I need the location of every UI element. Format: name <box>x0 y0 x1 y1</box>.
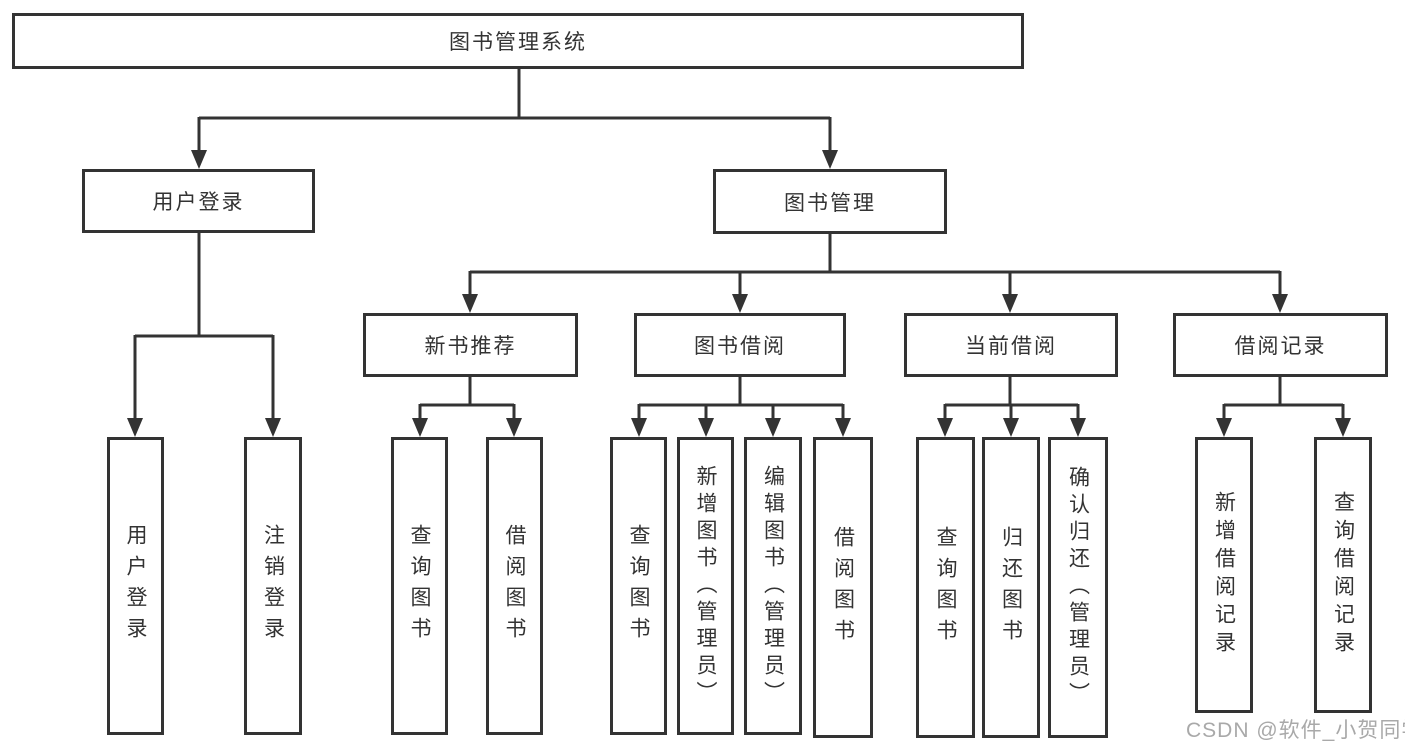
leaf-br-add-record-label: 新增借阅记录 <box>1212 491 1236 659</box>
leaf-bb-query-book: 查询图书 <box>610 437 667 735</box>
leaf-logout: 注销登录 <box>244 437 302 735</box>
node-book-management: 图书管理 <box>713 169 947 234</box>
leaf-user-login: 用户登录 <box>107 437 164 735</box>
leaf-nbr-borrow-book-label: 借阅图书 <box>503 524 526 648</box>
node-book-borrow: 图书借阅 <box>634 313 846 377</box>
leaf-cb-confirm-return: 确认归还（管理员） <box>1048 437 1108 738</box>
leaf-cb-query-book: 查询图书 <box>916 437 975 738</box>
leaf-bb-add-book: 新增图书（管理员） <box>677 437 734 735</box>
leaf-bb-borrow-book-label: 借阅图书 <box>831 525 855 650</box>
node-new-book-recommend-label: 新书推荐 <box>424 335 517 358</box>
leaf-bb-add-book-label: 新增图书（管理员） <box>694 464 717 708</box>
leaf-nbr-borrow-book: 借阅图书 <box>486 437 543 735</box>
node-book-management-label: 图书管理 <box>784 191 876 215</box>
leaf-bb-query-book-label: 查询图书 <box>627 524 650 648</box>
leaf-bb-borrow-book: 借阅图书 <box>813 437 873 738</box>
node-root: 图书管理系统 <box>12 13 1024 69</box>
csdn-watermark: CSDN @软件_小贺同学 <box>1186 719 1405 742</box>
leaf-cb-query-book-label: 查询图书 <box>934 525 957 650</box>
leaf-nbr-query-book-label: 查询图书 <box>408 524 431 648</box>
leaf-bb-edit-book: 编辑图书（管理员） <box>744 437 802 735</box>
leaf-cb-return-book-label: 归还图书 <box>999 525 1023 650</box>
node-current-borrow: 当前借阅 <box>904 313 1118 377</box>
node-current-borrow-label: 当前借阅 <box>965 335 1057 358</box>
node-user-login: 用户登录 <box>82 169 315 233</box>
leaf-user-login-label: 用户登录 <box>124 524 147 648</box>
leaf-cb-return-book: 归还图书 <box>982 437 1040 738</box>
leaf-br-add-record: 新增借阅记录 <box>1195 437 1253 713</box>
leaf-br-query-record-label: 查询借阅记录 <box>1331 491 1355 659</box>
node-book-borrow-label: 图书借阅 <box>694 335 786 358</box>
node-borrow-records: 借阅记录 <box>1173 313 1388 377</box>
node-new-book-recommend: 新书推荐 <box>363 313 578 377</box>
node-user-login-label: 用户登录 <box>152 191 245 214</box>
node-root-label: 图书管理系统 <box>449 31 587 54</box>
leaf-br-query-record: 查询借阅记录 <box>1314 437 1372 713</box>
leaf-cb-confirm-return-label: 确认归还（管理员） <box>1066 466 1090 709</box>
leaf-logout-label: 注销登录 <box>261 524 285 648</box>
node-borrow-records-label: 借阅记录 <box>1234 335 1327 358</box>
leaf-bb-edit-book-label: 编辑图书（管理员） <box>761 464 785 708</box>
leaf-nbr-query-book: 查询图书 <box>391 437 448 735</box>
